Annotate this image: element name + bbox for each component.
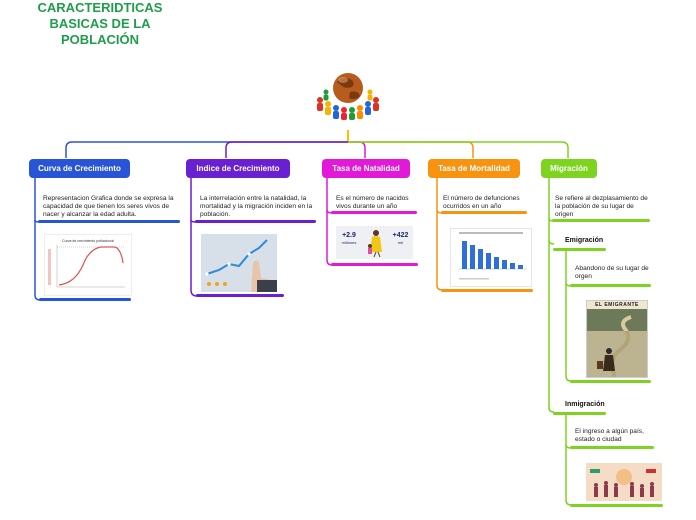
emigrante-poster-image: EL EMIGRANTE (586, 300, 648, 378)
natalidad-left-unit: millones (341, 240, 357, 245)
page-title: CARACTERIDTICAS BASICAS DE LA POBLACIÓN (37, 0, 163, 47)
mortalidad-image-underline (441, 289, 533, 292)
growth-index-image (201, 234, 277, 292)
node-tasa-natalidad[interactable]: Tasa de Natalidad (322, 159, 410, 178)
curva-underline (38, 220, 180, 223)
growth-curve-title: Curva de crecimiento poblacional (62, 239, 114, 243)
inmigracion-image-underline (570, 504, 663, 507)
natalidad-description: Es el número de nacidos vivos durante un… (336, 195, 409, 210)
natalidad-left-number: +2.9 (342, 232, 356, 239)
mortalidad-description: El número de defunciones ocurridos en un… (443, 195, 520, 210)
natalidad-right-unit: mil (397, 240, 404, 245)
inmigracion-text-underline (570, 446, 654, 449)
indice-underline (195, 220, 316, 223)
mortalidad-chart-image (450, 228, 532, 287)
natalidad-image: +2.9 millones +422 mil (336, 226, 413, 259)
inmigracion-description: El ingreso a algún país, estado o ciudad (575, 428, 644, 443)
emigracion-description: Abandono de su lugar de orgen (575, 265, 649, 280)
inmigracion-label[interactable]: Inmigración (565, 401, 605, 408)
curva-image-underline (39, 298, 131, 301)
migracion-description: Se refiere al dezplasamiento de la pobla… (555, 195, 648, 218)
globe-people-image (312, 70, 384, 120)
node-indice-crecimiento[interactable]: Indice de Crecimiento (186, 159, 290, 178)
node-tasa-mortalidad[interactable]: Tasa de Mortalidad (428, 159, 520, 178)
natalidad-underline (331, 211, 417, 214)
node-migracion[interactable]: Migración (541, 159, 597, 178)
emigracion-text-underline (570, 284, 651, 287)
mortalidad-underline (441, 211, 527, 214)
curva-description: Representacion Grafica donde se expresa … (43, 195, 174, 218)
emigrante-image-underline (570, 380, 651, 383)
indice-description: La interrelación entre la natalidad, la … (200, 195, 313, 218)
node-curva-crecimiento[interactable]: Curva de Crecimiento (29, 159, 130, 178)
growth-curve-image: Curva de crecimiento poblacional (44, 234, 132, 296)
natalidad-right-number: +422 (392, 232, 409, 239)
inmigracion-image (586, 463, 662, 501)
migracion-underline (552, 219, 650, 222)
indice-image-underline (196, 294, 284, 297)
natalidad-image-underline (331, 263, 418, 266)
inmigracion-underline (553, 412, 606, 415)
connector-center (347, 130, 349, 142)
emigracion-label[interactable]: Emigración (565, 237, 604, 244)
emigracion-underline (553, 248, 606, 251)
emigrante-poster-title: EL EMIGRANTE (595, 302, 639, 308)
